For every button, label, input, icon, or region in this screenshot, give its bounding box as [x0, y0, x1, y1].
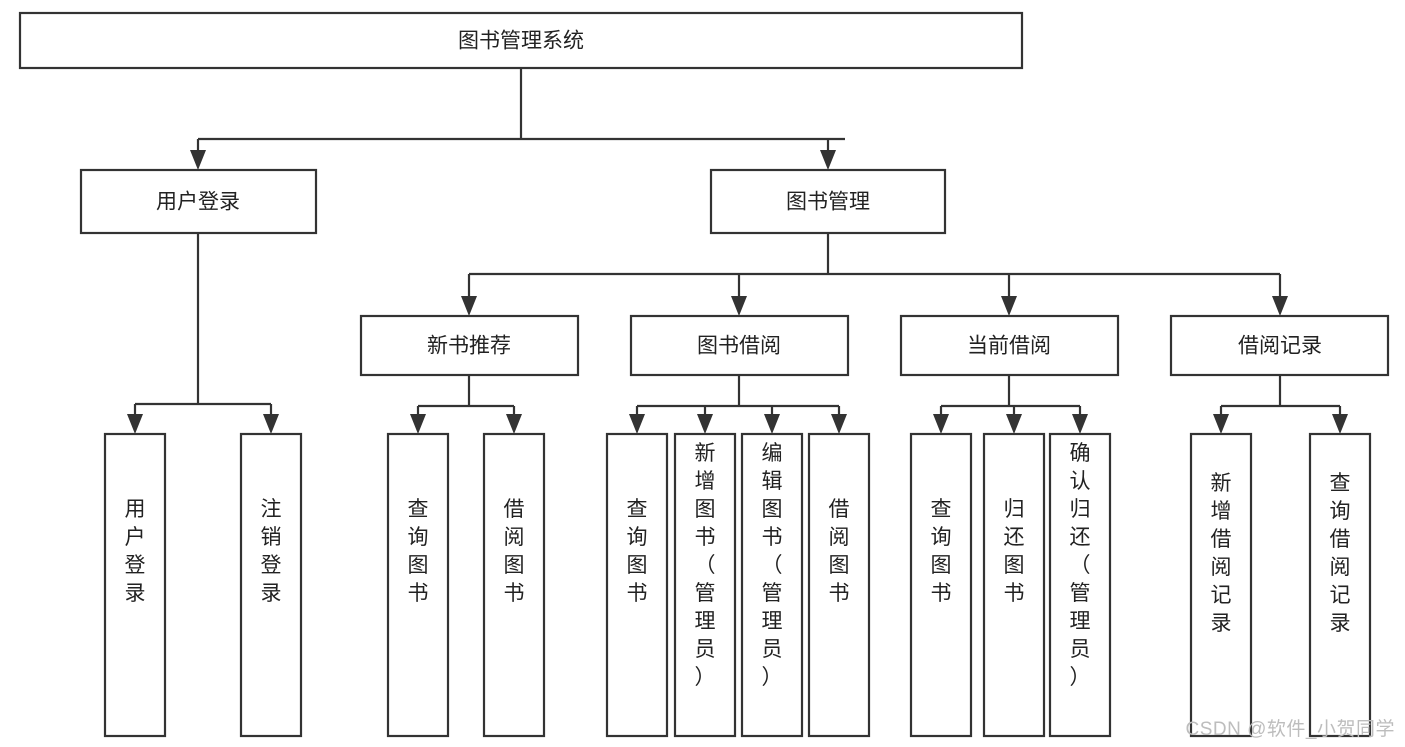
leaf-node-return-book[interactable]: 归还图书	[982, 432, 1046, 738]
node-user-login-label: 用户登录	[156, 191, 240, 214]
leaf-node-query-book-2-box[interactable]	[605, 432, 669, 738]
arrow-head-leaf-10	[1072, 414, 1088, 434]
node-book-borrow-label: 图书借阅	[697, 335, 781, 358]
leaf-node-borrow-book-2[interactable]: 借阅图书	[807, 432, 871, 738]
node-current-borrow-box[interactable]	[899, 314, 1120, 377]
arrow-head-leaf-11	[1213, 414, 1229, 434]
leaf-node-return-book-label: 归还图书	[1004, 498, 1025, 605]
arrow-head-leaf-6	[764, 414, 780, 434]
node-root[interactable]: 图书管理系统	[18, 11, 1024, 70]
connector-book-borrow-trunk	[635, 375, 841, 422]
node-borrow-record-box[interactable]	[1169, 314, 1390, 377]
arrow-head-to-current-borrow	[1001, 296, 1017, 316]
node-borrow-record-label: 借阅记录	[1238, 335, 1322, 358]
arrow-head-leaf-1	[263, 414, 279, 434]
arrow-head-leaf-0	[127, 414, 143, 434]
csdn-watermark: CSDN @软件_小贺同学	[1185, 719, 1395, 740]
leaf-node-confirm-return-admin-box[interactable]	[1048, 432, 1112, 738]
node-book-manage-label: 图书管理	[786, 191, 870, 214]
arrow-head-to-user-login	[190, 150, 206, 170]
leaf-node-user-login-box[interactable]	[103, 432, 167, 738]
arrow-head-leaf-5	[697, 414, 713, 434]
leaf-node-add-borrow-record-label: 新增借阅记录	[1211, 472, 1232, 635]
leaf-node-edit-book-admin[interactable]: 编辑图书（管理员）	[740, 432, 804, 738]
leaf-node-query-book-3-label: 查询图书	[931, 498, 952, 605]
leaf-node-borrow-book-2-box[interactable]	[807, 432, 871, 738]
connector-user-login-trunk	[133, 233, 273, 422]
leaf-node-query-book-3[interactable]: 查询图书	[909, 432, 973, 738]
arrow-head-leaf-12	[1332, 414, 1348, 434]
connector-new-book-trunk	[416, 375, 516, 422]
leaf-node-query-borrow-record-label: 查询借阅记录	[1330, 472, 1351, 635]
node-book-manage[interactable]: 图书管理	[709, 168, 947, 235]
connector-root-trunk	[196, 68, 845, 157]
leaf-node-borrow-book-1-box[interactable]	[482, 432, 546, 738]
node-book-borrow-box[interactable]	[629, 314, 850, 377]
leaf-node-logout-box[interactable]	[239, 432, 303, 738]
leaf-node-logout-label: 注销登录	[261, 498, 282, 605]
connector-layer	[127, 68, 1348, 434]
connector-book-manage-trunk	[467, 233, 1282, 303]
leaf-node-return-book-box[interactable]	[982, 432, 1046, 738]
node-borrow-record[interactable]: 借阅记录	[1169, 314, 1390, 377]
node-root-label: 图书管理系统	[458, 30, 584, 53]
leaf-node-query-book-1-label: 查询图书	[408, 498, 429, 605]
arrow-head-leaf-9	[1006, 414, 1022, 434]
node-book-borrow[interactable]: 图书借阅	[629, 314, 850, 377]
leaf-node-query-book-2[interactable]: 查询图书	[605, 432, 669, 738]
arrow-head-leaf-7	[831, 414, 847, 434]
leaf-node-query-book-1-box[interactable]	[386, 432, 450, 738]
leaf-node-confirm-return-admin[interactable]: 确认归还（管理员）	[1048, 432, 1112, 738]
leaf-node-query-book-2-label: 查询图书	[627, 498, 648, 605]
arrow-head-to-book-borrow	[731, 296, 747, 316]
leaf-node-add-book-admin-box[interactable]	[673, 432, 737, 738]
arrow-head-to-borrow-record	[1272, 296, 1288, 316]
arrow-head-leaf-4	[629, 414, 645, 434]
arrow-head-leaf-2	[410, 414, 426, 434]
arrow-head-to-book-manage	[820, 150, 836, 170]
node-current-borrow[interactable]: 当前借阅	[899, 314, 1120, 377]
node-new-book-recommend[interactable]: 新书推荐	[359, 314, 580, 377]
node-book-manage-box[interactable]	[709, 168, 947, 235]
leaf-node-query-borrow-record[interactable]: 查询借阅记录	[1308, 432, 1372, 738]
node-current-borrow-label: 当前借阅	[967, 335, 1051, 358]
leaf-node-add-book-admin-label: 新增图书（管理员）	[695, 442, 716, 689]
leaf-node-borrow-book-1-label: 借阅图书	[504, 498, 525, 605]
leaf-node-query-book-1[interactable]: 查询图书	[386, 432, 450, 738]
leaf-node-logout[interactable]: 注销登录	[239, 432, 303, 738]
leaf-node-borrow-book-2-label: 借阅图书	[829, 498, 850, 605]
node-user-login-box[interactable]	[79, 168, 318, 235]
node-new-book-recommend-box[interactable]	[359, 314, 580, 377]
leaf-node-add-book-admin[interactable]: 新增图书（管理员）	[673, 432, 737, 738]
leaf-node-add-borrow-record-box[interactable]	[1189, 432, 1253, 738]
arrow-head-leaf-3	[506, 414, 522, 434]
leaf-node-user-login-label: 用户登录	[125, 498, 146, 605]
connector-borrow-record-trunk	[1219, 375, 1342, 422]
leaf-node-query-book-3-box[interactable]	[909, 432, 973, 738]
leaf-node-edit-book-admin-box[interactable]	[740, 432, 804, 738]
leaf-node-edit-book-admin-label: 编辑图书（管理员）	[762, 442, 783, 689]
leaf-node-add-borrow-record[interactable]: 新增借阅记录	[1189, 432, 1253, 738]
leaf-node-borrow-book-1[interactable]: 借阅图书	[482, 432, 546, 738]
leaf-node-confirm-return-admin-label: 确认归还（管理员）	[1070, 442, 1091, 689]
node-user-login[interactable]: 用户登录	[79, 168, 318, 235]
arrow-head-to-new-book	[461, 296, 477, 316]
node-new-book-recommend-label: 新书推荐	[427, 335, 511, 358]
leaf-node-query-borrow-record-box[interactable]	[1308, 432, 1372, 738]
node-root-box[interactable]	[18, 11, 1024, 70]
leaf-node-user-login[interactable]: 用户登录	[103, 432, 167, 738]
arrow-head-leaf-8	[933, 414, 949, 434]
